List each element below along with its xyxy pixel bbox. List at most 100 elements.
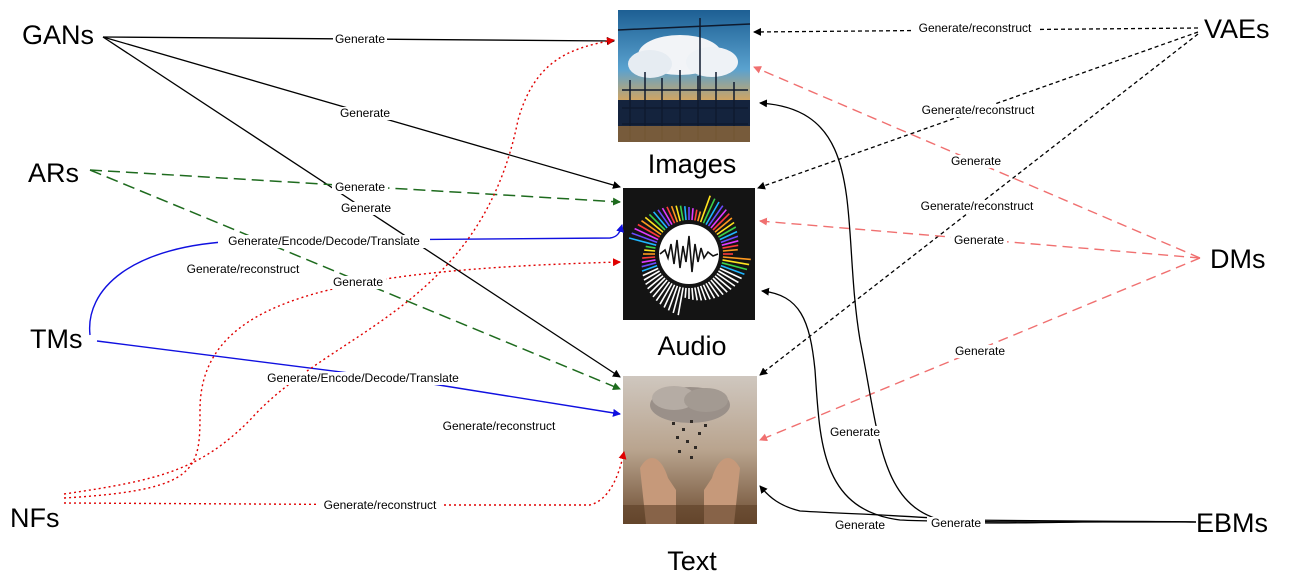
audio-ray: [645, 272, 662, 286]
edge-label-nfs-text: Generate/reconstruct: [317, 498, 443, 512]
edge-nfs-audio: [63, 258, 621, 499]
audio-ray: [666, 206, 676, 224]
audio-ray: [721, 262, 748, 271]
edge-label-dms-text: Generate: [952, 344, 1008, 358]
audio-ray: [699, 195, 711, 223]
images-picture: [617, 10, 751, 142]
model-label-vaes: VAEs: [1204, 14, 1270, 44]
audio-ray: [722, 259, 750, 266]
audio-ray: [697, 286, 703, 301]
audio-ray: [710, 209, 727, 229]
audio-ray: [642, 267, 659, 277]
svg-text:Generate/reconstruct: Generate/reconstruct: [324, 498, 437, 512]
audio-ray: [652, 211, 668, 229]
model-label-tms: TMs: [30, 324, 82, 354]
audio-ray: [719, 267, 742, 280]
svg-text:Generate: Generate: [333, 275, 383, 289]
audio-ray: [679, 205, 684, 221]
audio-ray: [718, 270, 739, 284]
model-label-ars: ARs: [28, 158, 79, 188]
audio-ray: [719, 230, 738, 241]
svg-text:Generate: Generate: [341, 201, 391, 215]
model-label-nfs: NFs: [10, 503, 60, 533]
audio-ray: [712, 277, 728, 293]
svg-text:Generate: Generate: [954, 233, 1004, 247]
edge-nfs-text: [63, 451, 627, 506]
edge-labels: Generate Generate Generate Generate Gene…: [180, 21, 1041, 532]
audio-ray: [677, 287, 684, 316]
svg-text:Generate: Generate: [955, 344, 1005, 358]
audio-ray: [684, 287, 687, 298]
audio-ray: [714, 217, 733, 233]
audio-ray: [722, 256, 751, 261]
edge-label-vaes-audio: Generate/reconstruct: [915, 103, 1041, 117]
model-label-gans: GANs: [22, 20, 94, 50]
audio-ray: [672, 286, 681, 314]
audio-ray: [659, 283, 673, 305]
audio-ray: [652, 279, 668, 298]
model-label-ebms: EBMs: [1196, 508, 1268, 538]
edge-label-ars-text: Generate: [330, 275, 386, 289]
modality-caption-text: Text: [667, 546, 717, 573]
audio-ray: [705, 201, 720, 225]
audio-ray: [641, 259, 656, 264]
audio-ray: [631, 232, 658, 244]
audio-ray: [702, 198, 716, 224]
svg-text:Generate: Generate: [951, 154, 1001, 168]
audio-ray: [661, 207, 673, 225]
audio-ray: [641, 262, 657, 268]
audio-ray: [722, 244, 739, 249]
audio-ray: [714, 275, 732, 291]
edge-ars-text: [89, 169, 621, 391]
svg-text:Generate/reconstruct: Generate/reconstruct: [921, 199, 1034, 213]
edge-ebms-images: [759, 99, 1197, 524]
audio-ray: [694, 209, 698, 221]
text-picture: [623, 376, 757, 524]
edge-label-gans-text: Generate: [338, 201, 394, 215]
edge-label-nfs-audio: Generate/reconstruct: [180, 262, 306, 276]
audio-ray: [720, 235, 739, 244]
svg-text:Generate: Generate: [931, 516, 981, 530]
edge-label-ebms-images: Generate: [826, 425, 884, 439]
svg-text:Generate: Generate: [835, 518, 885, 532]
edge-dms-audio: [759, 217, 1201, 259]
audio-ray: [710, 279, 724, 296]
svg-text:Generate/reconstruct: Generate/reconstruct: [443, 419, 556, 433]
svg-text:Generate: Generate: [335, 180, 385, 194]
audio-ray: [643, 270, 660, 281]
edge-vaes-text: [759, 33, 1199, 376]
svg-text:Generate: Generate: [830, 425, 880, 439]
audio-ray: [705, 283, 716, 299]
edge-label-tms-audio: Generate/Encode/Decode/Translate: [218, 234, 430, 248]
audio-ray: [684, 206, 687, 221]
audio-ray: [716, 272, 736, 287]
audio-ray: [699, 285, 707, 301]
audio-ray: [707, 205, 724, 227]
svg-text:Generate/Encode/Decode/Transla: Generate/Encode/Decode/Translate: [267, 371, 459, 385]
audio-ray: [702, 284, 711, 300]
edge-label-vaes-images: Generate/reconstruct: [912, 21, 1038, 35]
audio-ray: [641, 220, 662, 236]
audio-ray: [721, 240, 739, 246]
audio-ray: [649, 277, 666, 294]
audio-ray: [697, 211, 702, 222]
edge-label-nfs-images: Generate/reconstruct: [436, 419, 562, 433]
svg-text:Generate: Generate: [335, 32, 385, 46]
svg-text:Generate/reconstruct: Generate/reconstruct: [187, 262, 300, 276]
audio-ray: [634, 227, 659, 241]
edge-label-dms-images: Generate: [948, 154, 1004, 168]
audio-ray: [707, 281, 720, 298]
audio-ray: [648, 213, 666, 231]
audio-ray: [718, 226, 737, 238]
svg-text:Generate: Generate: [340, 106, 390, 120]
svg-text:Generate/reconstruct: Generate/reconstruct: [919, 21, 1032, 35]
edge-label-tms-text: Generate/Encode/Decode/Translate: [257, 371, 469, 385]
audio-ray: [694, 287, 698, 301]
audio-ray: [642, 256, 656, 259]
audio-ray: [691, 208, 694, 221]
audio-ray: [720, 264, 745, 275]
edge-label-vaes-text: Generate/reconstruct: [914, 199, 1040, 213]
edge-label-dms-audio: Generate: [951, 233, 1007, 247]
edge-ars-audio: [89, 169, 621, 206]
